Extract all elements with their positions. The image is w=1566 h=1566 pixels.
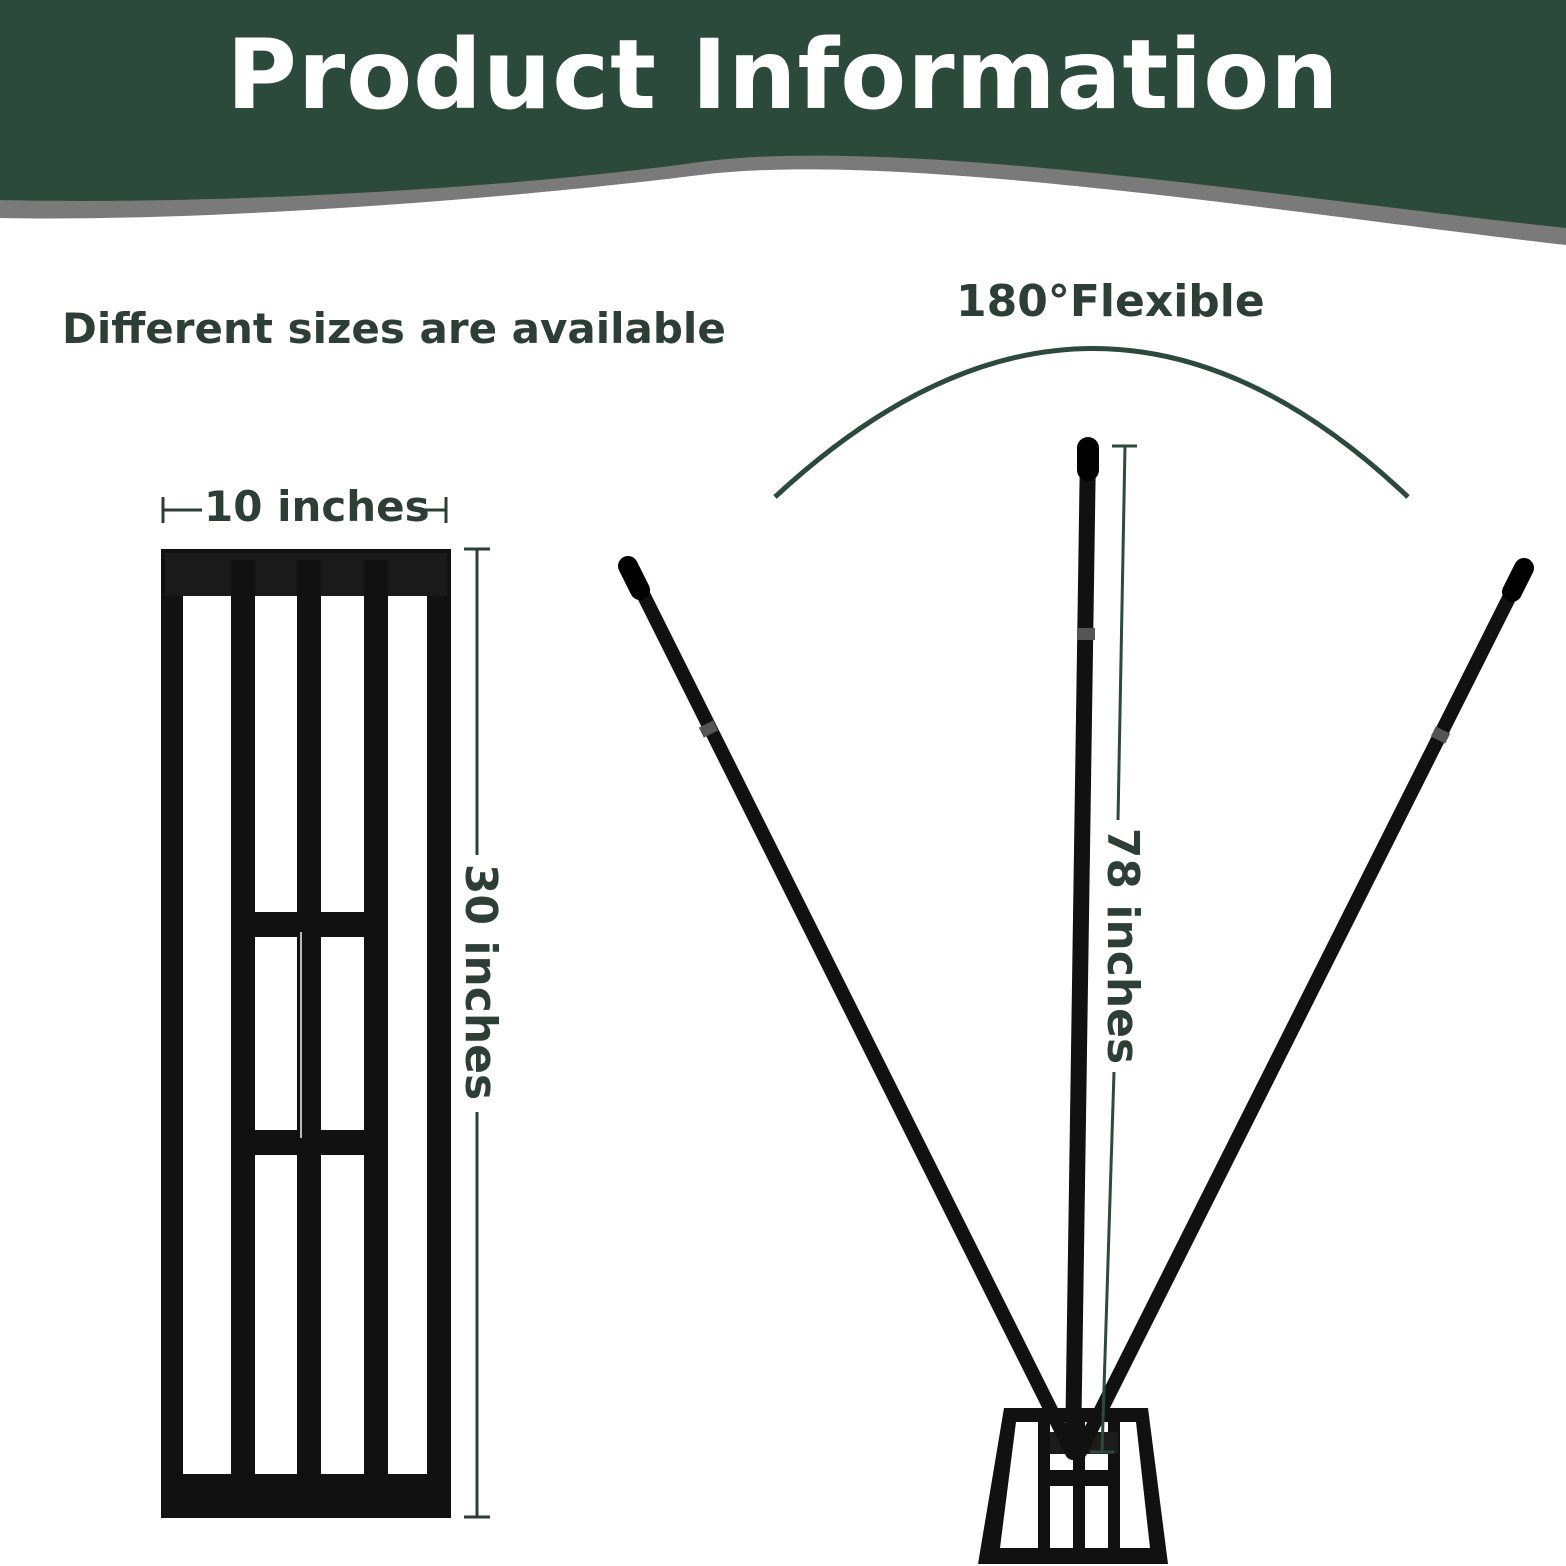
- header-banner: [0, 0, 1566, 245]
- trellis-bar: [231, 560, 255, 1515]
- trellis-crossbar: [231, 912, 388, 937]
- trellis-crossbar: [231, 1130, 388, 1155]
- panel-width-label: 10 inches: [204, 482, 430, 531]
- sizes-available-text: Different sizes are available: [62, 304, 726, 353]
- flex-arc: [773, 346, 1410, 499]
- pole-left: [618, 556, 1079, 1459]
- trellis-bar: [364, 560, 388, 1515]
- width-dimension-line: [161, 497, 448, 523]
- adjustable-pole-stand-icon: [618, 346, 1534, 1564]
- flexible-angle-label: 180°Flexible: [956, 276, 1265, 327]
- trellis-panel-icon: [161, 497, 490, 1519]
- height-dimension-line: [464, 547, 490, 1519]
- pole-height-dimension-line: [1090, 444, 1137, 1454]
- header-wave: [0, 0, 1566, 228]
- pole-center: [1065, 437, 1099, 1460]
- page-title: Product Information: [226, 19, 1340, 131]
- pole-right: [1073, 558, 1534, 1459]
